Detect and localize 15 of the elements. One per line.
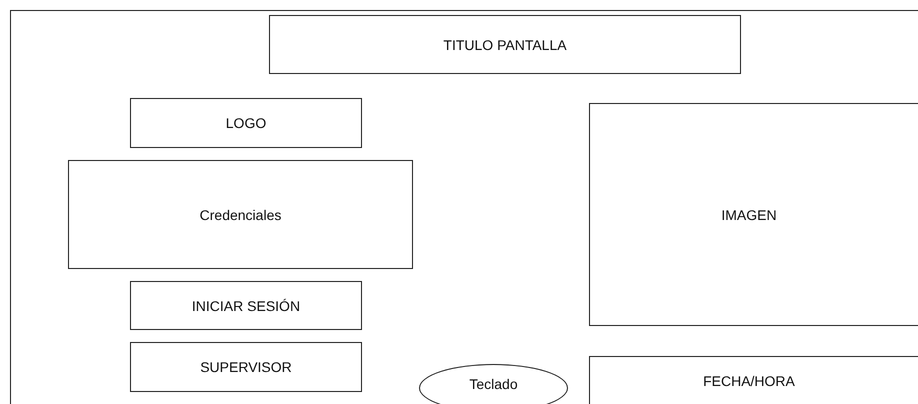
credentials-box <box>68 160 413 269</box>
box-label: FECHA/HORA <box>703 373 795 389</box>
date-time-box <box>589 356 918 404</box>
box-label: LOGO <box>226 115 266 131</box>
box-label: SUPERVISOR <box>200 359 292 375</box>
login-button-box <box>130 281 362 330</box>
box-label: Teclado <box>469 376 518 392</box>
image-placeholder-box <box>589 103 918 326</box>
box-label: IMAGEN <box>721 206 777 222</box>
box-label: INICIAR SESIÓN <box>192 298 300 314</box>
box-label: TITULO PANTALLA <box>443 36 567 52</box>
title-box <box>269 15 741 74</box>
box-label: Credenciales <box>200 206 282 222</box>
supervisor-button-box <box>130 342 362 392</box>
header-placeholder-box <box>130 98 362 148</box>
